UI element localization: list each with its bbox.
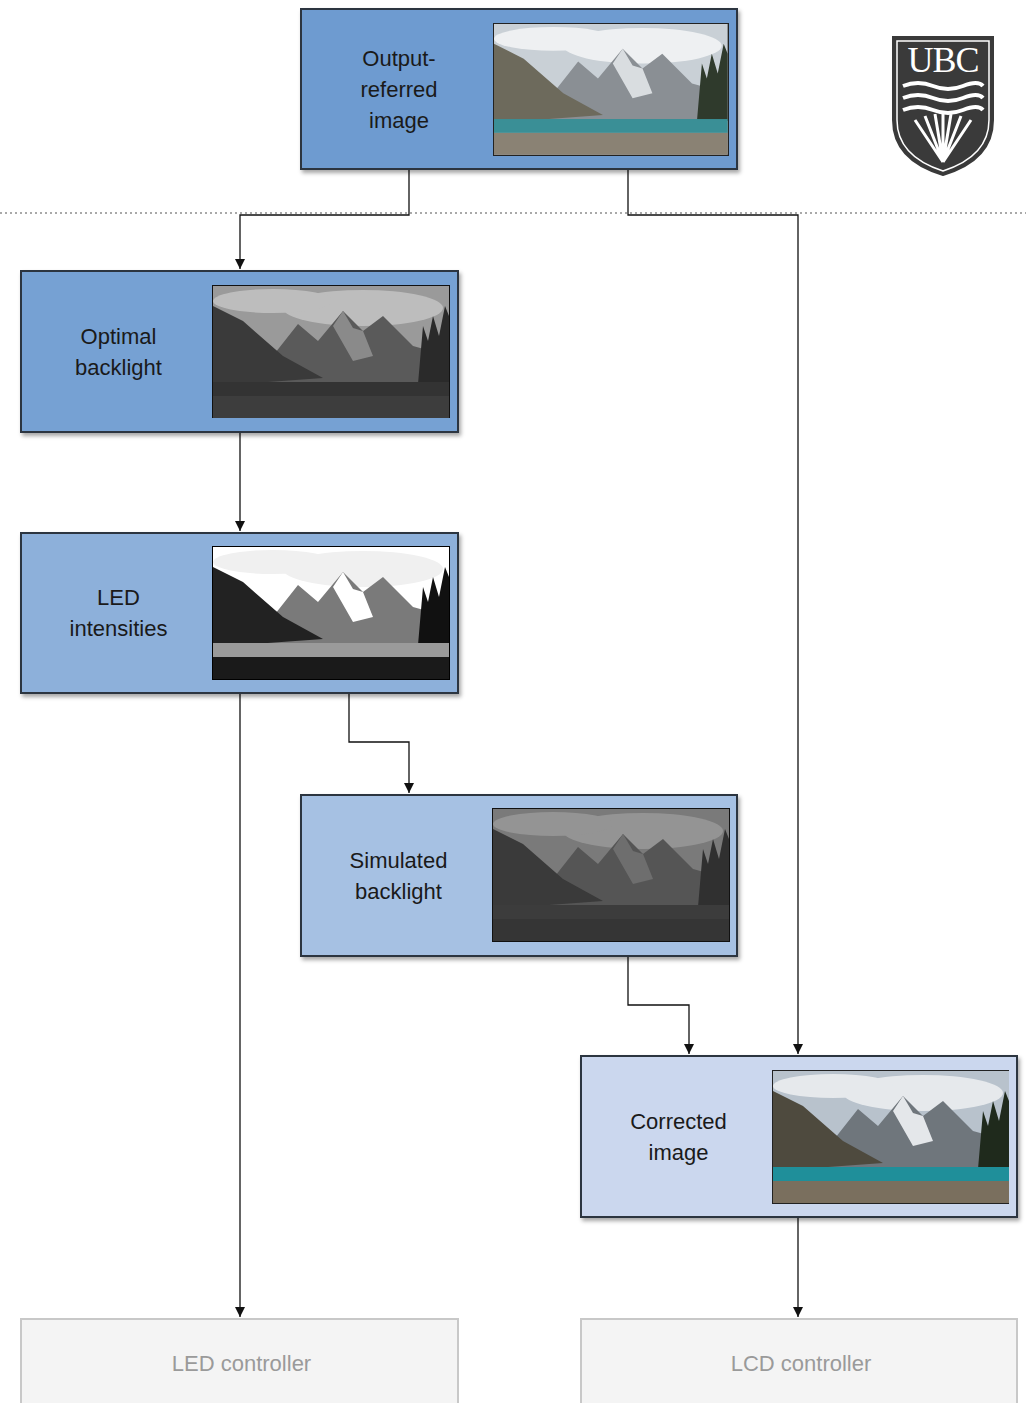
- box-label: Output-referred image: [334, 43, 464, 136]
- text-area: Output-referred image: [302, 10, 496, 168]
- box-label: Simulated backlight: [334, 845, 464, 907]
- box-label: LCD controller: [731, 1348, 872, 1379]
- text-column: Simulated backlight: [334, 845, 464, 907]
- led-thumbnail: [212, 546, 450, 680]
- image-box: Output-referred image: [300, 8, 738, 170]
- text-area: Corrected image: [582, 1057, 775, 1216]
- flow-arrow: [239, 433, 240, 531]
- text-column: Corrected image: [614, 1106, 744, 1168]
- photo-thumbnail: [493, 23, 729, 156]
- simulated-thumbnail: [492, 808, 730, 942]
- text-column: LCD controller: [731, 1348, 872, 1379]
- text-area: LED controller: [22, 1320, 461, 1403]
- led-box: LED intensities: [20, 532, 459, 694]
- backlight-box: Optimal backlight: [20, 270, 459, 433]
- corrected-box: Corrected image: [580, 1055, 1018, 1218]
- controller-box: LCD controller: [580, 1318, 1018, 1403]
- controller-box: LED controller: [20, 1318, 459, 1403]
- box-label: Optimal backlight: [54, 321, 184, 383]
- box-label: LED intensities: [54, 582, 184, 644]
- text-column: Output-referred image: [334, 43, 464, 136]
- box-label: Corrected image: [614, 1106, 744, 1168]
- flow-arrow: [239, 694, 240, 1317]
- logo-text: UBC: [893, 40, 993, 80]
- flow-arrow: [240, 170, 409, 269]
- text-area: Optimal backlight: [22, 272, 215, 431]
- flow-arrow: [349, 694, 409, 793]
- divider-line: [0, 212, 1026, 213]
- text-column: Optimal backlight: [54, 321, 184, 383]
- text-column: LED controller: [172, 1348, 311, 1379]
- text-area: LCD controller: [582, 1320, 1020, 1403]
- backlight-thumbnail: [212, 285, 450, 418]
- box-label: LED controller: [172, 1348, 311, 1379]
- flow-arrow: [797, 1218, 798, 1317]
- corrected-thumbnail: [772, 1070, 1009, 1204]
- text-column: LED intensities: [54, 582, 184, 644]
- simulated-box: Simulated backlight: [300, 794, 738, 957]
- text-area: Simulated backlight: [302, 796, 495, 955]
- flow-arrow: [628, 957, 689, 1054]
- ubc-shield: [893, 37, 993, 175]
- text-area: LED intensities: [22, 534, 215, 692]
